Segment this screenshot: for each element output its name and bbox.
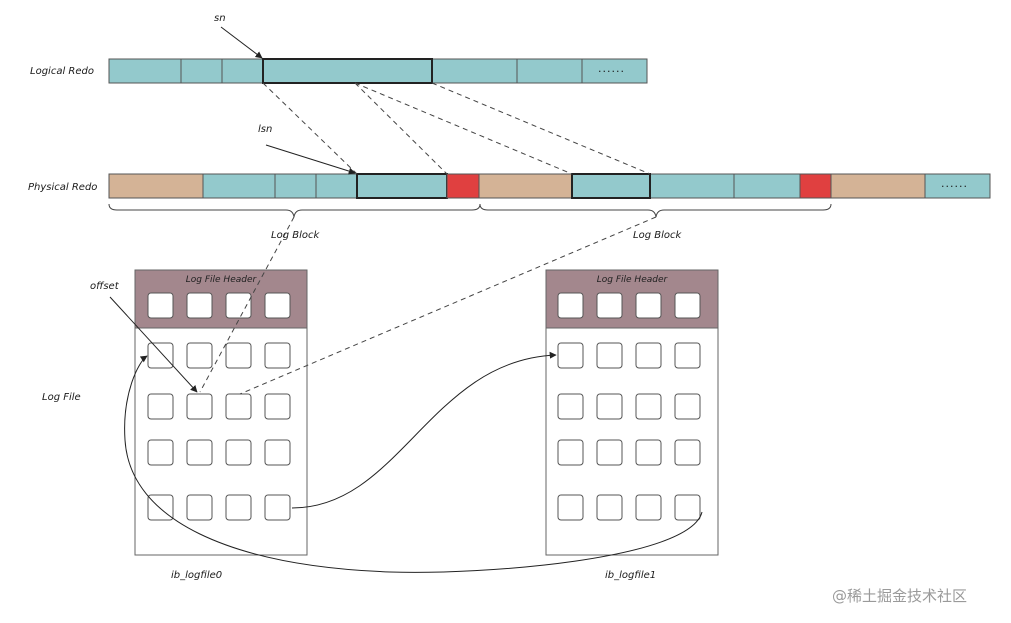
block-to-file-lines xyxy=(199,216,657,395)
logfile1-cells xyxy=(557,292,701,521)
logfile0-block-cell xyxy=(186,439,213,466)
logfile0-block-cell xyxy=(147,439,174,466)
offset-label: offset xyxy=(90,281,119,292)
logfile1-block-cell xyxy=(674,393,701,420)
logfile1-block-cell xyxy=(596,439,623,466)
logfile1-header-slot xyxy=(596,292,623,319)
logfile1-block-cell xyxy=(635,494,662,521)
logfile0-block-cell xyxy=(225,393,252,420)
logical-redo-label: Logical Redo xyxy=(30,66,94,77)
block-trailer-1 xyxy=(446,173,480,199)
logfile0-block-cell xyxy=(225,342,252,369)
log-block-brace-2 xyxy=(479,203,832,218)
lsn-arrow xyxy=(265,144,356,175)
logfile0-block-cell xyxy=(147,342,174,369)
logfile0-header-slot xyxy=(186,292,213,319)
logfile0-block-cell xyxy=(186,393,213,420)
logfile1-block-cell xyxy=(557,342,584,369)
logical-slice-1 xyxy=(356,173,448,199)
block-header-3 xyxy=(830,173,926,199)
logfile1-name: ib_logfile1 xyxy=(605,570,657,581)
sn-label: sn xyxy=(214,13,226,24)
logfile1-block-cell xyxy=(635,439,662,466)
projection-lines xyxy=(262,82,651,175)
logfile1-block-cell xyxy=(596,342,623,369)
logfile0-header-slot xyxy=(264,292,291,319)
logfile0-block-cell xyxy=(264,342,291,369)
offset-arrow xyxy=(109,296,198,393)
logfile0-header-slot xyxy=(147,292,174,319)
logfile1-block-cell xyxy=(635,342,662,369)
logfile1-header-slot xyxy=(557,292,584,319)
logical-redo-highlight xyxy=(262,58,433,84)
logfile1-block-cell xyxy=(557,494,584,521)
logfile0-name: ib_logfile0 xyxy=(171,570,223,581)
sn-arrow xyxy=(220,26,263,59)
logical-ellipsis: ...... xyxy=(598,62,625,75)
logfile1-block-cell xyxy=(596,494,623,521)
logical-slice-2 xyxy=(571,173,651,199)
block-header-2 xyxy=(478,173,573,199)
logfile1-block-cell xyxy=(557,439,584,466)
logfile1-block-cell xyxy=(674,439,701,466)
logfile0-block-cell xyxy=(264,439,291,466)
logfile1-block-cell xyxy=(674,342,701,369)
wrap-arrow-1-to-0 xyxy=(124,355,703,573)
logfile0-block-cell xyxy=(264,393,291,420)
log-block-label-1: Log Block xyxy=(271,230,320,241)
logical-redo-bar xyxy=(108,58,648,84)
logfile1-header-slot xyxy=(674,292,701,319)
logfile1-block-cell xyxy=(557,393,584,420)
physical-ellipsis: ...... xyxy=(941,177,968,190)
logfile1-block-cell xyxy=(674,494,701,521)
logfile1-block-cell xyxy=(596,393,623,420)
physical-redo-label: Physical Redo xyxy=(28,182,98,193)
log-file-label: Log File xyxy=(42,392,81,403)
logfile0-block-cell xyxy=(147,393,174,420)
logfile0-cells xyxy=(147,292,291,521)
logfile0-block-cell xyxy=(225,439,252,466)
logfile0-block-cell xyxy=(186,494,213,521)
physical-redo-bar xyxy=(108,173,991,199)
logfile0-block-cell xyxy=(186,342,213,369)
logfile0-block-cell xyxy=(264,494,291,521)
logfile0-header-title: Log File Header xyxy=(185,275,257,285)
logfile0-block-cell xyxy=(225,494,252,521)
block-header-1 xyxy=(108,173,204,199)
logfile1-block-cell xyxy=(635,393,662,420)
log-block-brace-1 xyxy=(108,203,481,218)
logfile1-header-title: Log File Header xyxy=(596,275,668,285)
logfile1-header-slot xyxy=(635,292,662,319)
logfile0-header-slot xyxy=(225,292,252,319)
log-block-label-2: Log Block xyxy=(633,230,682,241)
wrap-arrow-0-to-1 xyxy=(291,351,557,509)
lsn-label: lsn xyxy=(258,124,273,135)
watermark: @稀土掘金技术社区 xyxy=(832,587,968,605)
block-trailer-2 xyxy=(799,173,832,199)
